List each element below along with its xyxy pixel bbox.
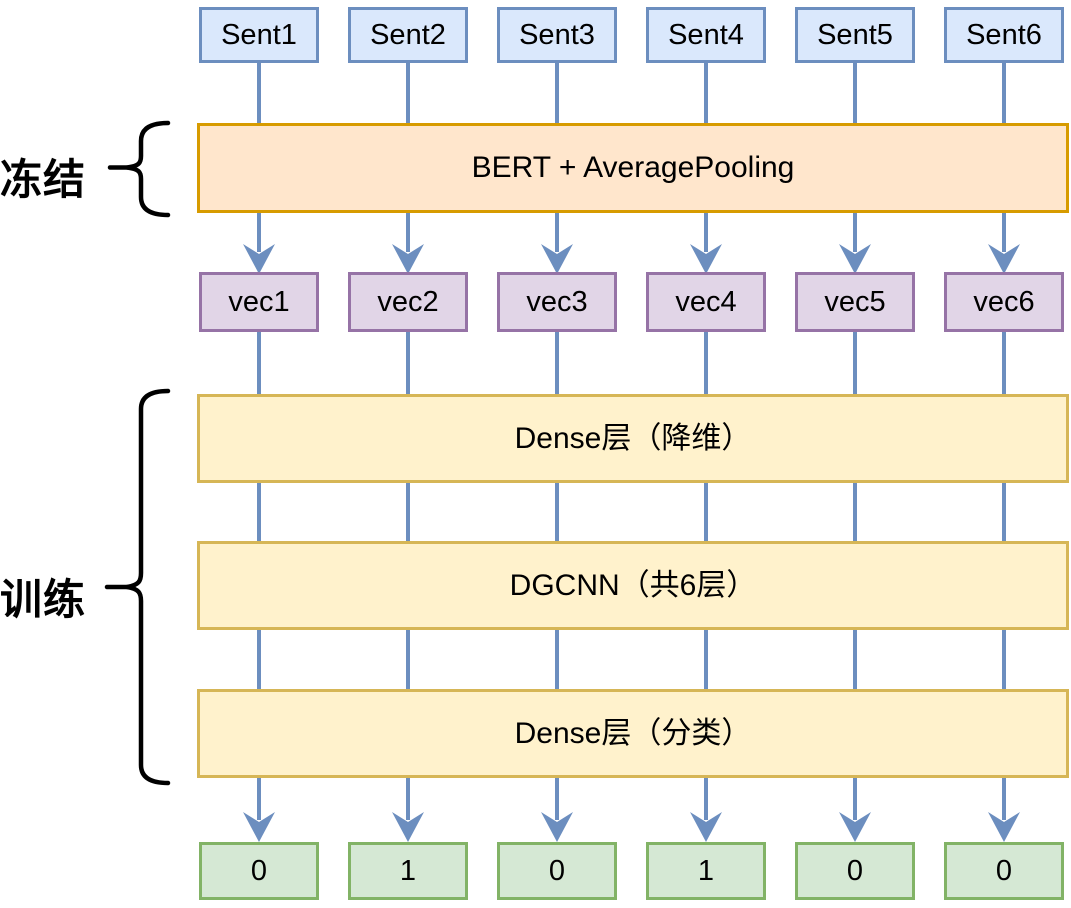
input-node-sent3: Sent3 bbox=[497, 7, 617, 63]
arrow-head-icon bbox=[541, 812, 573, 842]
input-node-sent5: Sent5 bbox=[795, 7, 915, 63]
input-node-sent6: Sent6 bbox=[944, 7, 1064, 63]
input-node-sent2: Sent2 bbox=[348, 7, 468, 63]
output-node-5: 0 bbox=[795, 842, 915, 900]
input-node-sent4: Sent4 bbox=[646, 7, 766, 63]
dense-classify-block: Dense层（分类） bbox=[197, 689, 1069, 778]
input-node-sent1: Sent1 bbox=[199, 7, 319, 63]
arrow-head-icon bbox=[839, 244, 871, 274]
arrow-head-icon bbox=[541, 244, 573, 274]
arrow-head-icon bbox=[988, 244, 1020, 274]
vector-node-vec5: vec5 bbox=[795, 272, 915, 332]
arrow-head-icon bbox=[392, 244, 424, 274]
arrow-head-icon bbox=[988, 812, 1020, 842]
dgcnn-block: DGCNN（共6层） bbox=[197, 541, 1069, 630]
arrow-head-icon bbox=[839, 812, 871, 842]
arrow-head-icon bbox=[392, 812, 424, 842]
vector-node-vec3: vec3 bbox=[497, 272, 617, 332]
train-brace-icon bbox=[126, 388, 171, 786]
output-node-1: 0 bbox=[199, 842, 319, 900]
encoder-block: BERT + AveragePooling bbox=[197, 123, 1069, 213]
output-node-6: 0 bbox=[944, 842, 1064, 900]
train-stage-label: 训练 bbox=[0, 576, 87, 623]
frozen-brace-icon bbox=[126, 120, 171, 218]
vector-node-vec1: vec1 bbox=[199, 272, 319, 332]
arrow-head-icon bbox=[243, 812, 275, 842]
arrow-head-icon bbox=[690, 812, 722, 842]
dense-reduce-block: Dense层（降维） bbox=[197, 394, 1069, 483]
arrow-head-icon bbox=[243, 244, 275, 274]
output-node-2: 1 bbox=[348, 842, 468, 900]
vector-node-vec2: vec2 bbox=[348, 272, 468, 332]
output-node-3: 0 bbox=[497, 842, 617, 900]
frozen-stage-label: 冻结 bbox=[0, 156, 87, 203]
vector-node-vec4: vec4 bbox=[646, 272, 766, 332]
arrow-head-icon bbox=[690, 244, 722, 274]
output-node-4: 1 bbox=[646, 842, 766, 900]
vector-node-vec6: vec6 bbox=[944, 272, 1064, 332]
